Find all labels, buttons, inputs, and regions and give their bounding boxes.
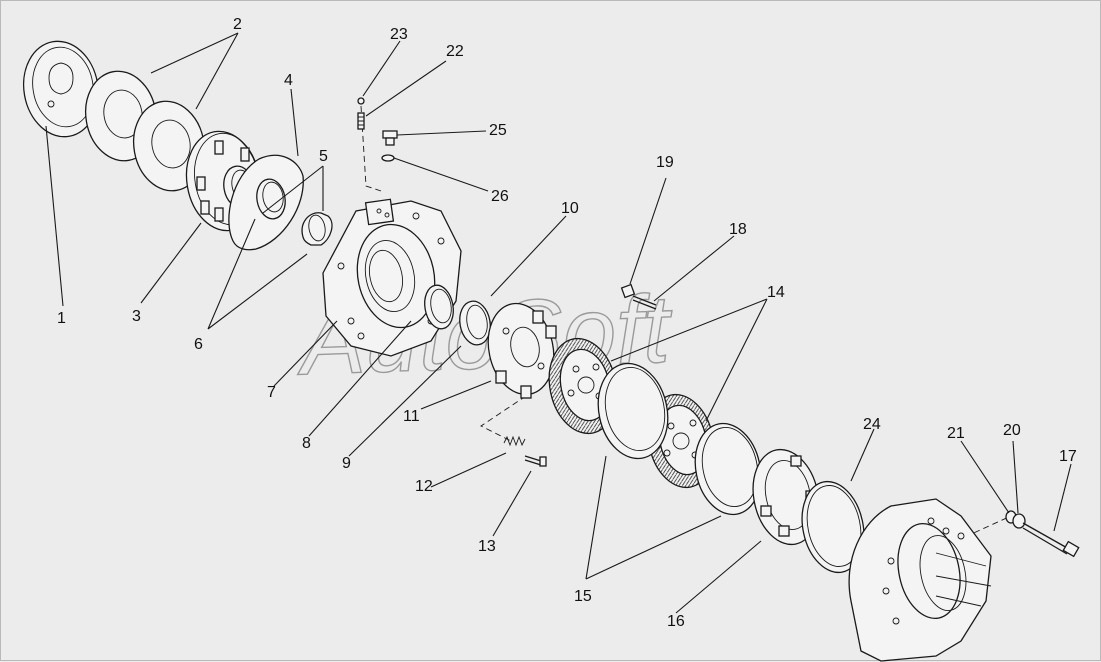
axis-line-22 [360, 105, 382, 192]
label-14: 14 [767, 284, 785, 301]
label-24: 24 [863, 416, 881, 433]
label-16: 16 [667, 613, 685, 630]
label-3: 3 [132, 308, 141, 325]
part-18-pin [632, 295, 657, 310]
label-15: 15 [574, 588, 592, 605]
part-9-seal [459, 300, 491, 346]
label-7: 7 [267, 384, 276, 401]
axis-line-12 [480, 395, 527, 442]
label-4: 4 [284, 72, 293, 89]
label-17: 17 [1059, 448, 1077, 465]
part-labels: 1 2 3 4 5 6 7 8 9 10 11 12 13 14 15 16 1… [57, 16, 1077, 630]
part-22-valve [357, 112, 365, 130]
label-18: 18 [729, 221, 747, 238]
part-25-plug [382, 130, 398, 146]
label-5: 5 [319, 148, 328, 165]
part-20-nut [1012, 513, 1026, 529]
axle-housing [848, 498, 992, 662]
label-20: 20 [1003, 422, 1021, 439]
label-10: 10 [561, 200, 579, 217]
leader-lines [45, 32, 1072, 614]
label-13: 13 [478, 538, 496, 555]
part-1-end-plate [22, 40, 100, 138]
label-19: 19 [656, 154, 674, 171]
label-26: 26 [491, 188, 509, 205]
part-13-pin [524, 455, 547, 467]
part-17-bolt [1022, 522, 1080, 558]
label-1: 1 [57, 310, 66, 327]
part-19-nut [620, 283, 636, 299]
part-24-ring [801, 480, 865, 574]
part-11-pressure-plate [487, 302, 557, 399]
part-23-ball [357, 97, 365, 105]
label-8: 8 [302, 435, 311, 452]
part-12-spring [503, 435, 526, 447]
label-6: 6 [194, 336, 203, 353]
label-21: 21 [947, 425, 965, 442]
label-23: 23 [390, 26, 408, 43]
part-15-steel-disc-a [597, 362, 669, 460]
part-26-oring [381, 154, 395, 162]
label-12: 12 [415, 478, 433, 495]
label-2: 2 [233, 16, 242, 33]
part-5-rings [256, 178, 333, 246]
part-8-seal [424, 284, 454, 330]
label-25: 25 [489, 122, 507, 139]
part-7-housing [322, 198, 462, 357]
label-11: 11 [403, 408, 420, 425]
label-9: 9 [342, 455, 351, 472]
label-22: 22 [446, 43, 464, 60]
